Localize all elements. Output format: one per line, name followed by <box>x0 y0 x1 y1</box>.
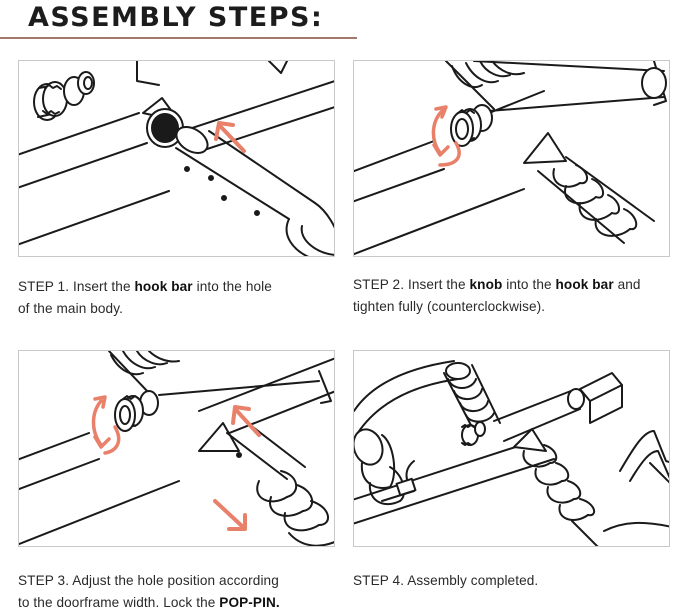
knob-icon <box>461 421 486 446</box>
caption-text: into the hole <box>192 279 272 294</box>
step-4-image <box>353 350 670 547</box>
rotate-arrow-icon <box>431 105 461 167</box>
knob-icon <box>33 71 95 121</box>
step-3-image <box>18 350 335 547</box>
step-2-caption: STEP 2. Insert the knob into the hook ba… <box>353 274 679 318</box>
caption-text: STEP 1. Insert the <box>18 279 135 294</box>
caption-bold: hook bar <box>134 279 193 294</box>
adjust-arrow-icon <box>213 405 261 531</box>
step-4-caption: STEP 4. Assembly completed. <box>353 570 679 592</box>
title-underline <box>0 37 357 39</box>
caption-text: STEP 2. Insert the <box>353 277 470 292</box>
step-2-image <box>353 60 670 257</box>
knob-icon <box>114 390 159 432</box>
rotate-arrow-icon <box>91 395 121 455</box>
caption-text: into the <box>502 277 556 292</box>
step-1-caption: STEP 1. Insert the hook bar into the hol… <box>18 276 348 320</box>
caption-text: and <box>613 277 641 292</box>
caption-bold: knob <box>469 277 503 292</box>
caption-text: to the doorframe width. Lock the <box>18 595 220 610</box>
caption-text: STEP 3. Adjust the hole position accordi… <box>18 573 279 588</box>
caption-text: tighten fully (counterclockwise). <box>353 299 546 314</box>
step-3-caption: STEP 3. Adjust the hole position accordi… <box>18 570 348 614</box>
page-title: ASSEMBLY STEPS: <box>28 2 324 33</box>
insert-arrow-icon <box>214 121 246 153</box>
caption-text: of the main body. <box>18 301 123 316</box>
step-1-image <box>18 60 335 257</box>
knob-icon <box>450 104 493 147</box>
caption-text: STEP 4. Assembly completed. <box>353 573 539 588</box>
caption-bold: hook bar <box>555 277 614 292</box>
caption-bold: POP-PIN. <box>219 595 280 610</box>
